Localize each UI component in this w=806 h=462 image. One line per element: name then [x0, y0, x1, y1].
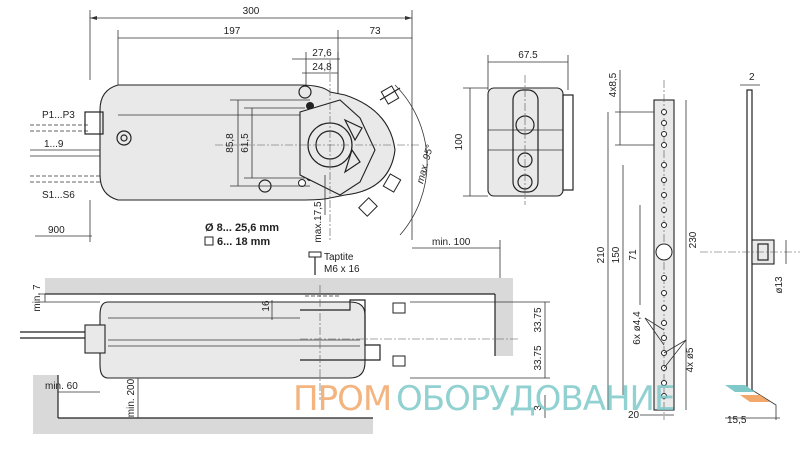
label-s1-s6: S1...S6	[42, 190, 75, 201]
dim-4x-d5: 4x ø5	[685, 347, 696, 372]
shaft-round-range: Ø 8... 25,6 mm	[205, 222, 279, 234]
dim-20: 20	[628, 410, 640, 421]
dim-71: 71	[628, 249, 639, 261]
dim-min-100: min. 100	[432, 237, 471, 248]
screw-bottom	[358, 197, 378, 217]
label-1-9: 1...9	[44, 139, 64, 150]
actuator-end-view: 67.5 100	[454, 50, 574, 205]
dim-24-8: 24,8	[312, 62, 332, 73]
dim-197: 197	[224, 26, 241, 37]
dim-min-60: min. 60	[45, 381, 78, 392]
dim-33-75-upper: 33.75	[533, 307, 544, 332]
actuator-side-view: min. 7 16 33.75 33.75 3 min. 60 min. 200	[20, 278, 550, 434]
bracket-holes	[655, 109, 673, 399]
screw-top	[379, 85, 401, 105]
dim-85-8: 85,8	[225, 133, 236, 153]
dim-100: 100	[454, 133, 465, 150]
label-p1-p3: P1...P3	[42, 110, 75, 121]
dim-min-200: min. 200	[126, 378, 137, 417]
taptite-screw: Taptite M6 x 16	[308, 251, 360, 275]
dim-150: 150	[611, 246, 622, 263]
dim-min-7: min. 7	[32, 284, 43, 312]
label-m6x16: M6 x 16	[324, 264, 360, 275]
dim-max-95: max. 95°	[415, 144, 436, 185]
dim-d13: ø13	[774, 276, 785, 294]
dim-16: 16	[261, 300, 272, 312]
dim-6x-d4-4: 6x ø4,4	[632, 311, 643, 345]
bracket-side-view: 2 ø13 15,5	[700, 72, 800, 426]
shaft-size-labels: Ø 8... 25,6 mm 6... 18 mm	[204, 222, 279, 248]
shaft-square-range: 6... 18 mm	[217, 236, 270, 248]
dim-210: 210	[596, 246, 607, 263]
screw-right	[382, 173, 402, 193]
watermark-oborudovanie: ОБОРУДОВАНИЕ	[396, 379, 674, 419]
dim-2: 2	[749, 72, 755, 83]
dim-3: 3	[533, 405, 544, 411]
dim-4x8-5: 4x8,5	[608, 72, 619, 97]
dim-max-17-5: max.17,5	[313, 201, 324, 243]
label-taptite: Taptite	[324, 252, 354, 263]
dim-230: 230	[688, 231, 699, 248]
watermark-prom: ПРОМ	[293, 379, 391, 419]
cables: P1...P3 1...9 S1...S6 900	[30, 110, 100, 242]
mounting-bracket: 4x8,5 210 150 71 230 6x ø4,4 4x ø5 20	[596, 70, 699, 421]
top-dimensions: 300 197 73 27,6 24,8	[89, 6, 413, 240]
dim-67-5: 67.5	[518, 50, 538, 61]
dim-61-5: 61,5	[240, 133, 251, 153]
dim-27-6: 27,6	[312, 48, 332, 59]
dim-900: 900	[48, 225, 65, 236]
dim-15-5: 15,5	[727, 415, 747, 426]
dim-73: 73	[369, 26, 381, 37]
dim-33-75-lower: 33.75	[533, 345, 544, 370]
dim-300: 300	[243, 6, 260, 17]
watermark: ПРОМ ОБОРУДОВАНИЕ	[293, 379, 675, 419]
actuator-top-view: max. 95° 85,8 61,5 max.17,5	[84, 60, 436, 243]
